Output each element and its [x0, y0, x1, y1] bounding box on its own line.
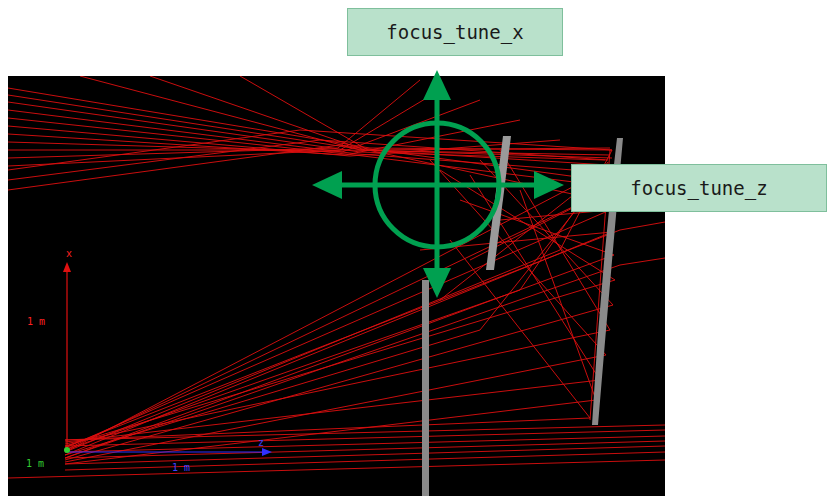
scale-label: 1 m: [27, 317, 45, 327]
scale-label: 1 m: [172, 463, 190, 473]
parameter-name: focus_tune_x: [386, 21, 523, 43]
scale-label: 1 m: [26, 459, 44, 469]
parameter-box: focus_tune_x: [347, 8, 563, 56]
parameter-box: focus_tune_z: [571, 164, 827, 212]
axis-name: x: [66, 249, 72, 259]
axis-name: z: [258, 438, 264, 448]
parameter-name: focus_tune_z: [630, 177, 767, 199]
